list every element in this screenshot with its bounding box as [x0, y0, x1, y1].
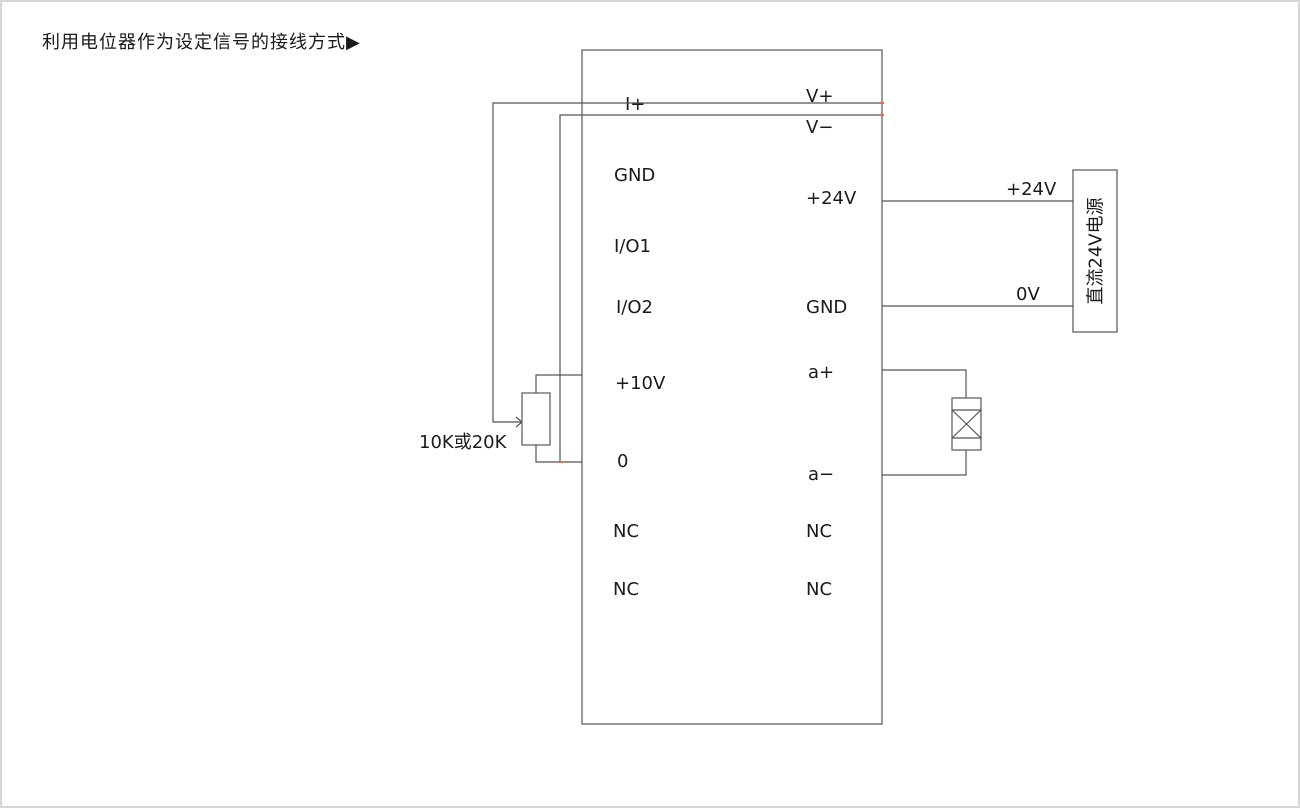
diagram-title: 利用电位器作为设定信号的接线方式▶: [42, 32, 361, 53]
terminal-label-nc-left-1: NC: [613, 521, 639, 542]
dc-24v-power-supply: [1072, 169, 1118, 333]
wire-load-to-a-minus: [882, 450, 967, 476]
terminal-label-nc-right-2: NC: [806, 579, 832, 600]
terminal-label-plus-24v: +24V: [806, 188, 857, 209]
terminal-label-v-minus: V−: [806, 117, 833, 138]
potentiometer-resistor: [521, 392, 551, 446]
power-wire-label-plus-24v: +24V: [1006, 179, 1057, 200]
terminal-label-gnd-right: GND: [806, 297, 847, 318]
terminal-label-io1: I/O1: [614, 236, 651, 257]
terminal-label-i-plus: I+: [625, 94, 645, 115]
wire-v-plus-to-wiper: [492, 102, 882, 423]
power-supply-label: 直流24V电源: [1086, 197, 1107, 304]
potentiometer-label: 10K或20K: [419, 432, 508, 453]
terminal-label-nc-left-2: NC: [613, 579, 639, 600]
controller-block: [581, 49, 883, 725]
power-wire-label-zero-v: 0V: [1016, 284, 1040, 305]
terminal-label-a-minus: a−: [808, 464, 834, 485]
wire-pot-to-plus-10v: [535, 374, 582, 393]
terminal-label-v-plus: V+: [806, 86, 833, 107]
terminal-label-zero: 0: [617, 451, 628, 472]
wire-a-plus-to-load: [882, 369, 967, 398]
relay-cross-line-2: [951, 409, 982, 439]
terminal-label-nc-right-1: NC: [806, 521, 832, 542]
wire-pot-to-zero: [535, 445, 582, 463]
terminal-label-io2: I/O2: [616, 297, 653, 318]
terminal-label-gnd-left: GND: [614, 165, 655, 186]
terminal-label-plus-10v: +10V: [615, 373, 666, 394]
terminal-label-a-plus: a+: [808, 362, 834, 383]
wire-v-minus-to-zero: [559, 114, 882, 462]
